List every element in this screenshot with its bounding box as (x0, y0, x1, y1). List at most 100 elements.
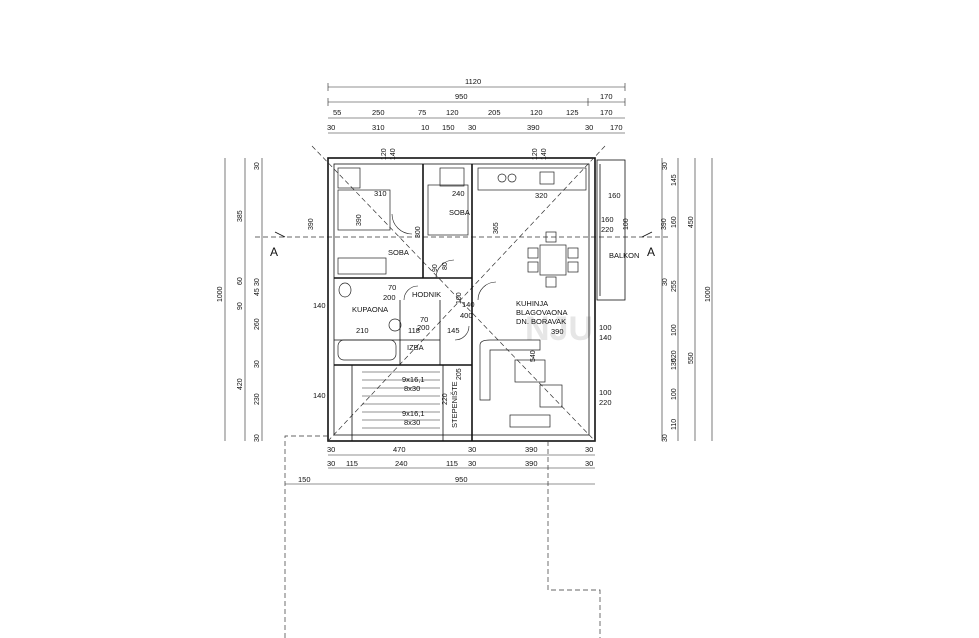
dim-r3-7: 170 (600, 108, 613, 117)
dim-170-top: 170 (600, 92, 613, 101)
dim-b2-6: 30 (585, 459, 593, 468)
dim-b3-0: 150 (298, 475, 311, 484)
dim-right-total: 1000 (705, 286, 712, 302)
dim-right-550: 550 (688, 352, 695, 364)
room-boravak: DN. BORAVAK (516, 317, 566, 326)
dim-right-100d: 100 (599, 388, 612, 397)
dim-b2-2: 240 (395, 459, 408, 468)
room-labels: SOBA SOBA KUPAONA HODNIK IZBA STEPENIŠTE… (352, 208, 639, 428)
dim-right-145: 145 (671, 174, 678, 186)
dim-left-140b: 140 (313, 391, 326, 400)
dim-right-110: 110 (671, 419, 678, 430)
inner-390b: 390 (356, 214, 363, 226)
dim-right-220: 220 (601, 225, 614, 234)
dim-right-100b: 100 (671, 388, 678, 400)
inner-205: 205 (456, 368, 463, 380)
dim-total-top: 1120 (465, 77, 481, 86)
furniture (337, 167, 587, 428)
dim-b1-1: 470 (393, 445, 406, 454)
dim-r4-3: 150 (442, 123, 455, 132)
section-marker-right: A (647, 245, 655, 259)
dim-right-430: 100 (623, 218, 630, 230)
room-soba-2: SOBA (449, 208, 470, 217)
section-marker-left: A (270, 245, 278, 259)
stair-labels: 9x16,1 8x30 9x16,1 8x30 (402, 375, 425, 427)
inner-118: 118 (408, 326, 420, 335)
section-line: A A (255, 231, 670, 259)
dim-b1-4: 30 (585, 445, 593, 454)
dim-r4-0: 30 (327, 123, 335, 132)
inner-70b: 70 (388, 283, 396, 292)
room-kupaona: KUPAONA (352, 305, 388, 314)
dim-right-390: 390 (661, 218, 668, 230)
dim-right-30c: 30 (662, 278, 669, 286)
inner-140: 140 (462, 300, 475, 309)
top-dimensions: 1120 950 170 55 250 75 120 205 120 125 1… (327, 77, 626, 134)
inner-310: 310 (374, 189, 387, 198)
dim-left-45: 45 (254, 288, 261, 296)
room-soba-1: SOBA (388, 248, 409, 257)
dim-right-140: 140 (599, 333, 612, 342)
inner-210: 210 (356, 326, 369, 335)
room-hodnik: HODNIK (412, 290, 441, 299)
inner-70a: 70 (420, 315, 428, 324)
dim-left-30c: 30 (254, 360, 261, 368)
dim-right-130: 130 (671, 358, 678, 370)
inner-390a: 390 (551, 327, 564, 336)
dim-right-30b: 30 (662, 434, 669, 442)
dim-left-60: 60 (237, 277, 244, 285)
dim-r3-6: 125 (566, 108, 579, 117)
dim-right-450: 450 (688, 216, 695, 228)
dim-r4-4: 30 (468, 123, 476, 132)
room-izba: IZBA (407, 343, 424, 352)
dim-right-30a: 30 (662, 162, 669, 170)
stair-1b: 8x30 (404, 384, 420, 393)
dim-r3-2: 75 (418, 108, 426, 117)
dim-r3-3: 120 (446, 108, 459, 117)
inner-220b: 220 (442, 393, 449, 405)
inner-365: 365 (493, 222, 500, 234)
inner-320: 320 (535, 191, 548, 200)
bottom-dimensions: 30 470 30 390 30 30 115 240 115 30 390 3… (285, 445, 595, 485)
dim-left-30a: 30 (254, 162, 261, 170)
inner-145: 145 (447, 326, 460, 335)
room-kuhinja: KUHINJA (516, 299, 548, 308)
inner-200b: 200 (417, 323, 430, 332)
inner-140a: 140 (390, 148, 397, 160)
dim-950-top: 950 (455, 92, 468, 101)
dim-right-520: 520 (671, 350, 678, 362)
dim-left-90: 90 (237, 302, 244, 310)
dim-r4-2: 10 (421, 123, 429, 132)
inner-120b: 120 (532, 148, 539, 160)
dim-right-100c: 100 (599, 323, 612, 332)
dim-b2-5: 390 (525, 459, 538, 468)
dim-b2-4: 30 (468, 459, 476, 468)
dim-right-100a: 100 (671, 324, 678, 336)
dim-right-160b: 160 (601, 215, 614, 224)
dim-right-220b: 220 (599, 398, 612, 407)
inner-300: 300 (415, 226, 422, 238)
dim-left-230: 230 (254, 393, 261, 405)
stair-2b: 8x30 (404, 418, 420, 427)
balcony-outline (596, 159, 626, 301)
dim-b2-0: 30 (327, 459, 335, 468)
inner-400: 400 (460, 311, 473, 320)
dim-left-390: 390 (308, 218, 315, 230)
dim-right-255: 255 (671, 280, 678, 292)
dim-r3-5: 120 (530, 108, 543, 117)
dim-b1-3: 390 (525, 445, 538, 454)
stair-1a: 9x16,1 (402, 375, 425, 384)
dim-b2-3: 115 (446, 459, 458, 468)
dim-r4-5: 390 (527, 123, 540, 132)
right-dimensions: 1000 450 550 520 30 30 145 160 30 255 10… (599, 158, 713, 442)
dim-r4-1: 310 (372, 123, 385, 132)
inner-dimensions: 310 240 320 160 210 118 145 70 70 200 20… (356, 148, 621, 405)
inner-540: 540 (530, 350, 537, 362)
inner-120a: 120 (381, 148, 388, 160)
inner-200a: 200 (383, 293, 396, 302)
dim-r3-1: 250 (372, 108, 385, 117)
dim-r3-0: 55 (333, 108, 341, 117)
inner-90: 90 (432, 264, 439, 272)
